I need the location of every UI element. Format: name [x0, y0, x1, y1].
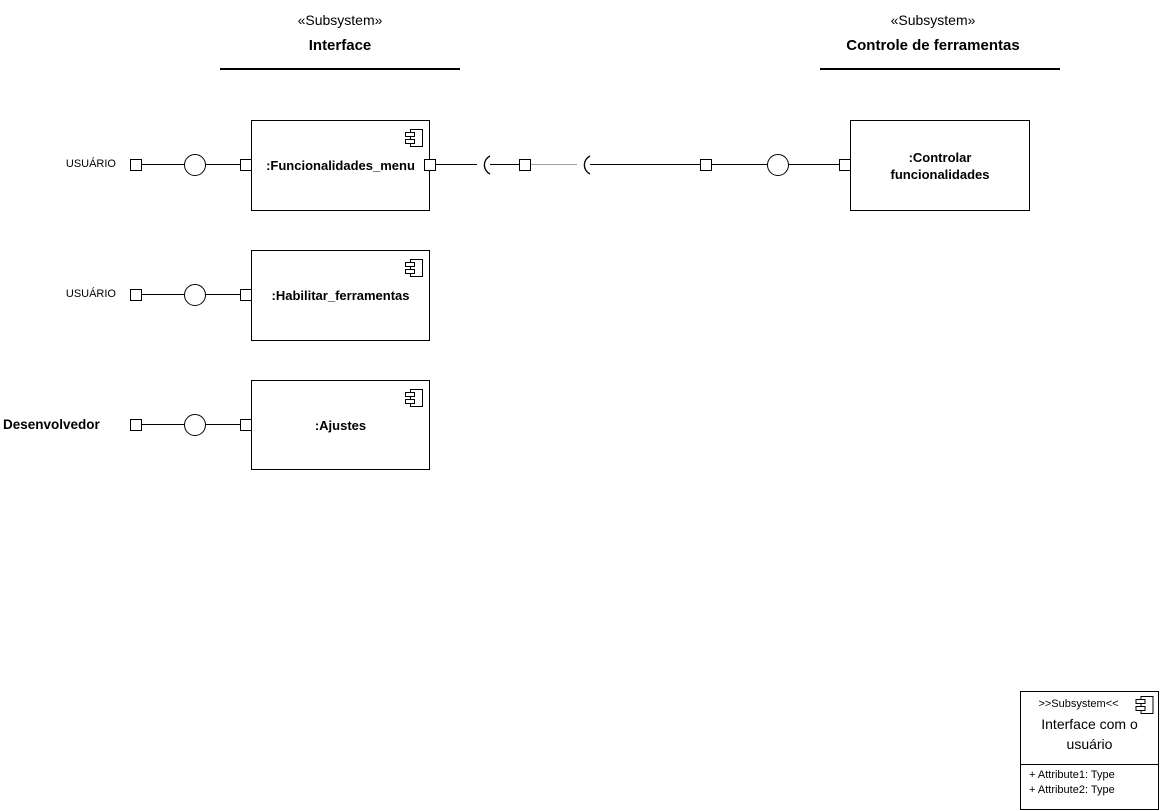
- component-funcionalidades-menu: :Funcionalidades_menu: [251, 120, 430, 211]
- connector-line: [436, 164, 477, 165]
- component-controlar-funcionalidades: :Controlar funcionalidades: [850, 120, 1030, 211]
- provided-interface-ball: [184, 154, 206, 176]
- port: [130, 419, 142, 431]
- class-attribute: + Attribute1: Type: [1029, 769, 1115, 781]
- connector-line: [712, 164, 767, 165]
- port: [424, 159, 436, 171]
- subsystem-name: Interface: [308, 37, 372, 54]
- connector-line: [142, 164, 184, 165]
- component-icon: [405, 259, 423, 277]
- actor-label-usuario: USUÁRIO: [65, 288, 116, 300]
- port: [519, 159, 531, 171]
- component-label: :Habilitar_ferramentas: [271, 288, 410, 303]
- port: [700, 159, 712, 171]
- required-interface-socket: [483, 155, 491, 175]
- class-attribute: + Attribute2: Type: [1029, 784, 1115, 796]
- connector-line: [789, 164, 839, 165]
- connector-line: [490, 164, 519, 165]
- component-icon: [1135, 696, 1154, 714]
- subsystem-name: Controle de ferramentas: [846, 37, 1020, 54]
- class-box-title: Interface com o usuário: [1041, 716, 1138, 752]
- component-ajustes: :Ajustes: [251, 380, 430, 470]
- port: [130, 159, 142, 171]
- connector-line-muted: [531, 164, 577, 165]
- subsystem-header-controle: «Subsystem» Controle de ferramentas: [813, 12, 1053, 55]
- connector-line: [206, 294, 240, 295]
- component-label: :Funcionalidades_menu: [266, 158, 415, 173]
- provided-interface-ball: [184, 414, 206, 436]
- provided-interface-ball: [767, 154, 789, 176]
- actor-label-usuario: USUÁRIO: [65, 158, 116, 170]
- connector-line: [142, 294, 184, 295]
- class-box-stereotype: >>Subsystem<<: [1038, 698, 1119, 710]
- subsystem-stereotype: «Subsystem»: [297, 12, 383, 28]
- subsystem-underline: [220, 68, 460, 70]
- required-interface-socket: [583, 155, 591, 175]
- class-box-header: >>Subsystem<< Interface com o usuário: [1021, 692, 1158, 764]
- provided-interface-ball: [184, 284, 206, 306]
- connector-line: [142, 424, 184, 425]
- subsystem-underline: [820, 68, 1060, 70]
- component-habilitar-ferramentas: :Habilitar_ferramentas: [251, 250, 430, 341]
- component-label: :Ajustes: [314, 417, 367, 433]
- connector-line: [206, 164, 240, 165]
- connector-line: [590, 164, 700, 165]
- class-box-attributes: + Attribute1: Type + Attribute2: Type: [1021, 764, 1158, 801]
- component-icon: [405, 129, 423, 147]
- subsystem-header-interface: «Subsystem» Interface: [220, 12, 460, 55]
- subsystem-stereotype: «Subsystem»: [890, 12, 976, 28]
- connector-line: [206, 424, 240, 425]
- component-label: :Controlar funcionalidades: [890, 149, 990, 182]
- component-icon: [405, 389, 423, 407]
- port: [130, 289, 142, 301]
- class-box-interface-com-usuario: >>Subsystem<< Interface com o usuário + …: [1020, 691, 1159, 810]
- actor-label-desenvolvedor: Desenvolvedor: [3, 417, 100, 432]
